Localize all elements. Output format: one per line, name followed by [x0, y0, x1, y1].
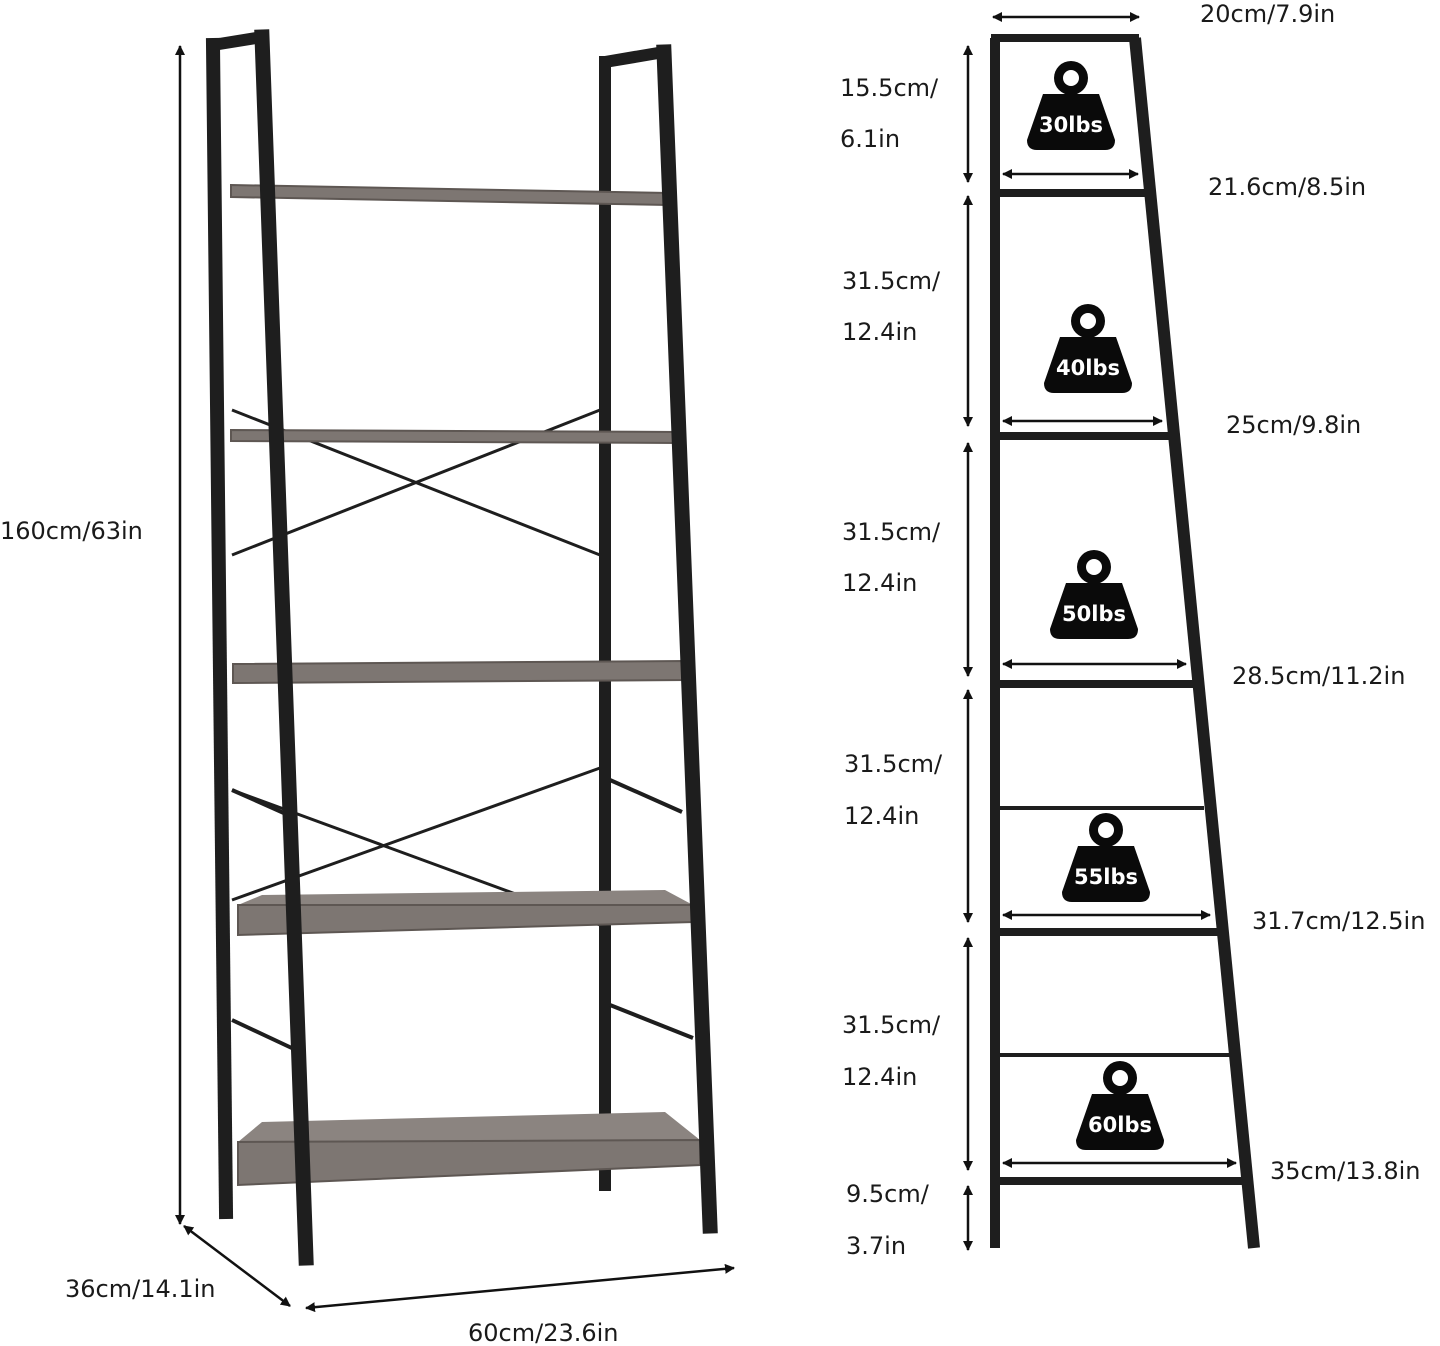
side-shelves: [993, 189, 1246, 1185]
weight-icon-30: 30lbs: [1027, 61, 1115, 150]
weight-icon-40: 40lbs: [1044, 304, 1132, 393]
right-top-cap: [603, 46, 666, 68]
side-view-bookshelf: [990, 34, 1260, 1249]
weight-label-55: 55lbs: [1074, 865, 1138, 889]
segment-labels: 15.5cm/ 6.1in 31.5cm/ 12.4in 31.5cm/ 12.…: [840, 74, 943, 1260]
segment-1-line2: 6.1in: [840, 125, 900, 153]
segment-3-line1: 31.5cm/: [842, 518, 941, 546]
front-view-bookshelf: [205, 29, 718, 1266]
shelf-2: [230, 428, 679, 445]
shelf-width-2: 25cm/9.8in: [1226, 411, 1361, 439]
weight-label-60: 60lbs: [1088, 1113, 1152, 1137]
segment-6-line2: 3.7in: [846, 1232, 906, 1260]
weight-label-30: 30lbs: [1039, 113, 1103, 137]
shelf-4-top: [238, 890, 693, 905]
segment-1-line1: 15.5cm/: [840, 74, 939, 102]
shelf-3: [232, 659, 687, 685]
front-left-leg: [254, 29, 314, 1266]
height-label: 160cm/63in: [0, 517, 143, 545]
depth-dimension-line: [183, 1225, 291, 1307]
segment-2-line1: 31.5cm/: [842, 267, 941, 295]
shelf-width-1: 21.6cm/8.5in: [1208, 173, 1366, 201]
left-top-cap: [212, 31, 263, 51]
width-label: 60cm/23.6in: [468, 1319, 619, 1346]
front-right-leg: [656, 44, 718, 1234]
segment-2-line2: 12.4in: [842, 318, 917, 346]
weight-icon-50: 50lbs: [1050, 550, 1138, 639]
front-dimension-lines: [175, 45, 735, 1313]
back-left-leg: [205, 37, 234, 1220]
shelf-width-labels: 21.6cm/8.5in 25cm/9.8in 28.5cm/11.2in 31…: [1208, 173, 1425, 1185]
weight-label-50: 50lbs: [1062, 602, 1126, 626]
width-dimension-line: [305, 1263, 735, 1313]
weight-icon-55: 55lbs: [1062, 813, 1150, 902]
shelves-front: [230, 183, 701, 1187]
shelf-5: [237, 1138, 701, 1187]
segment-4-line2: 12.4in: [844, 802, 919, 830]
shelf-width-3: 28.5cm/11.2in: [1232, 662, 1405, 690]
shelf-4: [237, 904, 694, 937]
side-front-leg: [1129, 37, 1260, 1249]
shelf-width-lines: [1002, 169, 1237, 1168]
segment-5-line2: 12.4in: [842, 1063, 917, 1091]
segment-5-line1: 31.5cm/: [842, 1011, 941, 1039]
depth-label: 36cm/14.1in: [65, 1275, 216, 1303]
segment-4-line1: 31.5cm/: [844, 750, 943, 778]
segment-3-line2: 12.4in: [842, 569, 917, 597]
shelf-5-top: [238, 1112, 700, 1142]
shelf-width-4: 31.7cm/12.5in: [1252, 907, 1425, 935]
weight-label-40: 40lbs: [1056, 356, 1120, 380]
segment-6-line1: 9.5cm/: [846, 1180, 930, 1208]
top-width-label: 20cm/7.9in: [1200, 0, 1335, 28]
shelf-width-5: 35cm/13.8in: [1270, 1157, 1421, 1185]
weight-icon-60: 60lbs: [1076, 1061, 1164, 1150]
